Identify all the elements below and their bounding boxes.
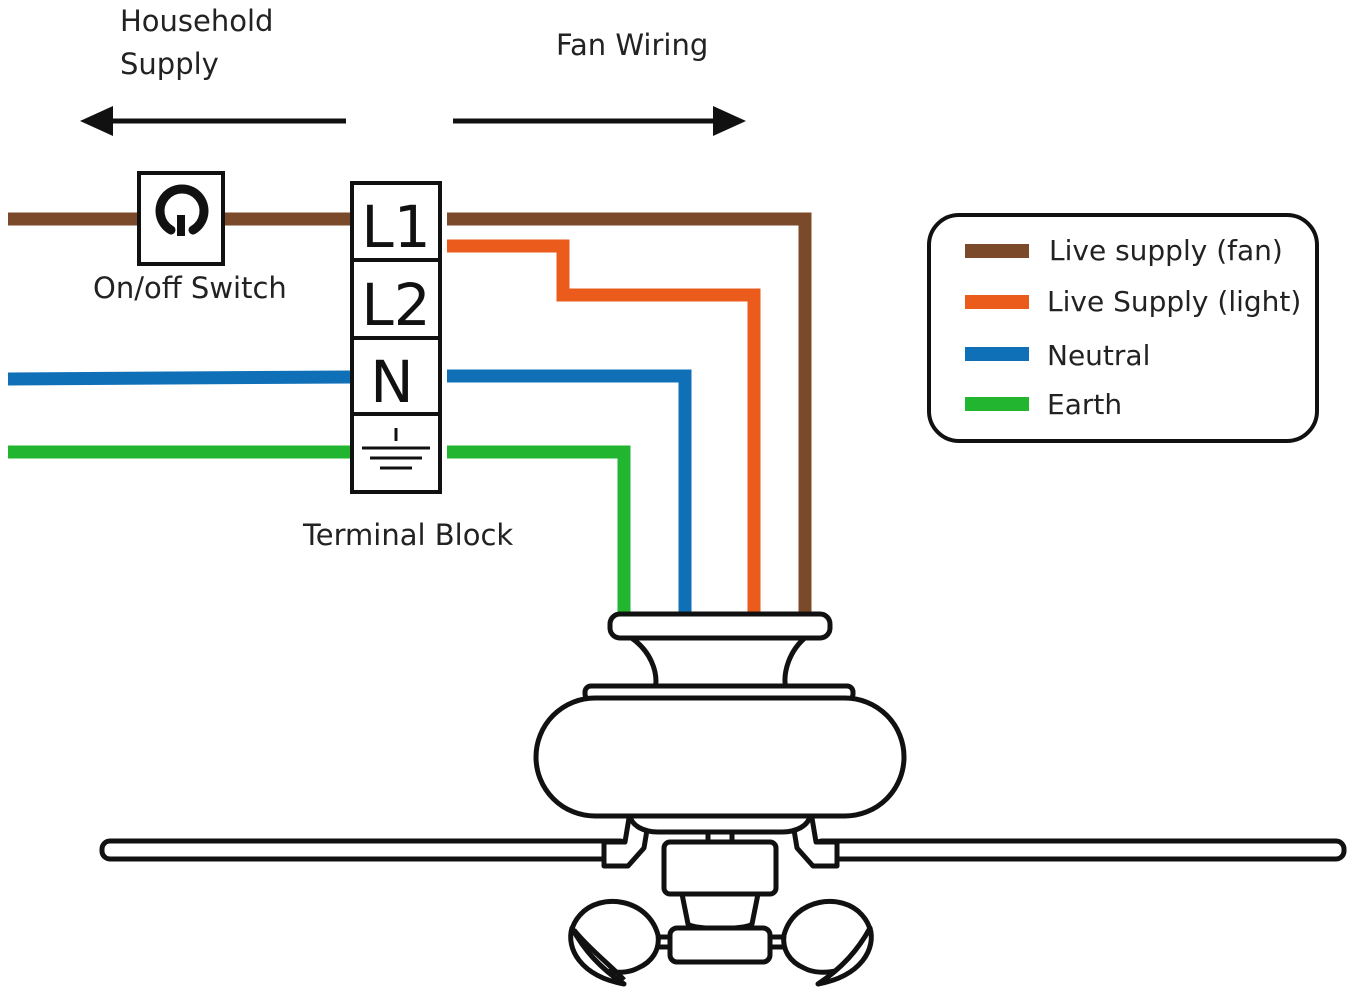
supply-neutral-wire xyxy=(7,370,351,386)
light-kit-lower xyxy=(679,891,761,931)
earth-ground-icon xyxy=(362,428,430,470)
left-arrow-icon xyxy=(80,106,346,136)
right-arrow-icon xyxy=(453,106,746,136)
switch-label: On/off Switch xyxy=(93,271,287,305)
legend-swatch-live-fan xyxy=(965,244,1029,258)
terminal-n: N xyxy=(370,348,413,416)
legend-swatch-earth xyxy=(965,397,1029,411)
light-shade-left xyxy=(568,899,661,987)
fan-light-wire xyxy=(447,239,761,612)
fan-blade-right xyxy=(811,838,1347,862)
terminal-block: L1 L2 N xyxy=(350,181,442,494)
terminal-l2: L2 xyxy=(361,271,430,339)
legend-label-neutral: Neutral xyxy=(1047,339,1150,372)
fan-neutral-wire xyxy=(447,369,692,612)
fan-live-wire xyxy=(447,212,812,612)
legend-swatch-live-light xyxy=(965,295,1029,309)
light-shade-right xyxy=(781,899,874,987)
fan-wiring-label: Fan Wiring xyxy=(556,28,708,62)
legend-swatch-neutral xyxy=(965,347,1029,361)
legend-label-live-light: Live Supply (light) xyxy=(1047,285,1301,318)
motor-housing xyxy=(533,695,907,819)
terminal-l1: L1 xyxy=(361,193,430,261)
light-kit-hub xyxy=(667,925,773,965)
fan-earth-wire xyxy=(447,445,631,612)
terminal-block-label: Terminal Block xyxy=(302,518,513,552)
household-supply-label-line1: Household xyxy=(120,4,273,38)
fan-neck xyxy=(627,634,809,693)
switch-housing xyxy=(627,813,813,835)
legend-label-earth: Earth xyxy=(1047,388,1122,421)
ceiling-fan-illustration xyxy=(99,611,1347,987)
household-supply-label-line2: Supply xyxy=(120,47,219,81)
legend-label-live-fan: Live supply (fan) xyxy=(1049,234,1283,267)
on-off-switch xyxy=(137,171,225,266)
light-kit-body xyxy=(661,839,779,897)
fan-blade-left xyxy=(99,838,631,862)
power-switch-icon xyxy=(155,184,209,236)
legend: Live supply (fan) Live Supply (light) Ne… xyxy=(927,213,1319,443)
fan-canopy-collar xyxy=(607,611,833,641)
